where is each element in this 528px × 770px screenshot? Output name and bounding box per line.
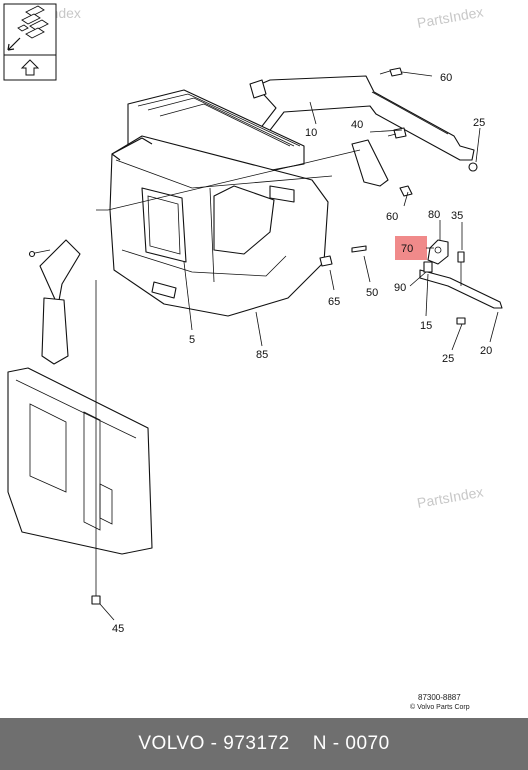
footer-part-number: 973172 [223,733,290,754]
part-70-highlight [395,236,427,260]
part-65-clip [319,255,333,267]
label-70: 70 [401,243,413,255]
part-15-lever [419,261,503,309]
footer-brand: VOLVO [138,733,205,754]
part-40-screw [387,127,407,139]
label-85: 85 [256,349,268,361]
part-60-screw-lower [399,185,413,197]
left-duct [28,239,81,365]
label-20: 20 [480,345,492,357]
leader-lines [95,71,499,621]
lower-panel [7,367,153,555]
part-60-screw-top [379,67,403,77]
reference-copyright: © Volvo Parts Corp [410,703,470,711]
parts-diagram: PartsIndex PartsIndex PartsIndex PartsIn… [3,3,503,711]
reference-code: 87300-8887 [418,693,461,702]
label-45: 45 [112,623,124,635]
part-70-highlight-box [395,236,427,260]
label-80: 80 [428,209,440,221]
footer-diagram-code: N - 0070 [312,733,390,754]
footer-gap [290,733,313,755]
label-5: 5 [189,334,195,346]
part-35-bolt [457,251,465,286]
label-90: 90 [394,282,406,294]
part-50-screw [351,245,367,253]
part-25-nut-top [468,162,478,172]
label-60-top: 60 [440,72,452,84]
part-80-bracket [427,239,449,265]
part-10-bracket [249,75,475,187]
label-50: 50 [366,287,378,299]
up-arrow-icon [20,59,40,76]
label-40: 40 [351,119,363,131]
label-25-top: 25 [473,117,485,129]
label-25-lower: 25 [442,353,454,365]
label-10: 10 [305,127,317,139]
part-25-nut-lower [456,317,466,325]
label-35: 35 [451,210,463,222]
part-5-duct [141,187,187,263]
watermark-top-right: PartsIndex [416,4,485,31]
label-15: 15 [420,320,432,332]
watermark-right: PartsIndex [416,484,485,511]
label-65: 65 [328,296,340,308]
footer-separator-1: - [204,733,224,754]
part-45-screw [91,595,101,605]
part-85-housing [109,89,333,317]
label-60-lower: 60 [386,211,398,223]
footer-bar: VOLVO - 973172 N - 0070 [0,718,528,770]
